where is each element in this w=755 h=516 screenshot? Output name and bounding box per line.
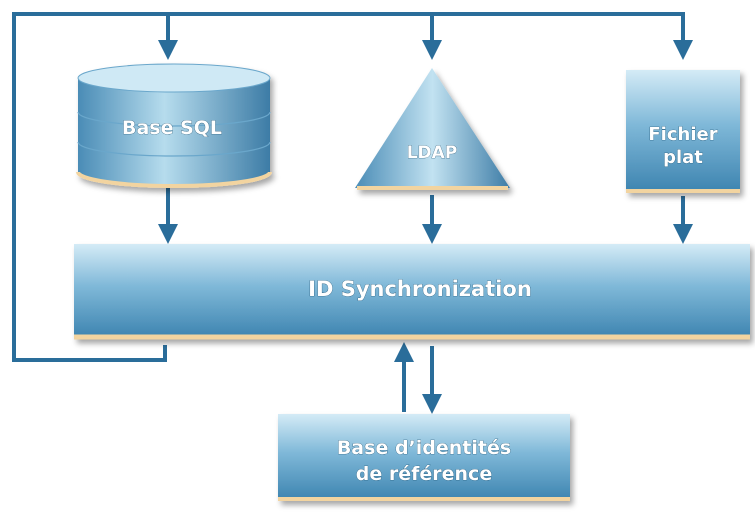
node-base-sql [76,63,272,188]
node-ldap [355,68,510,190]
label-base-sql: Base SQL [122,117,222,139]
label-reference-line1: Base d’identités [337,437,511,459]
connectors [12,12,693,414]
node-reference-base [278,414,570,501]
label-id-synchronization: ID Synchronization [308,277,532,301]
node-id-synchronization [74,244,750,340]
node-fichier-plat [626,70,740,193]
label-plat: plat [663,147,703,168]
label-reference-line2: de référence [356,463,492,485]
label-ldap: LDAP [407,143,458,163]
label-fichier: Fichier [648,124,717,145]
